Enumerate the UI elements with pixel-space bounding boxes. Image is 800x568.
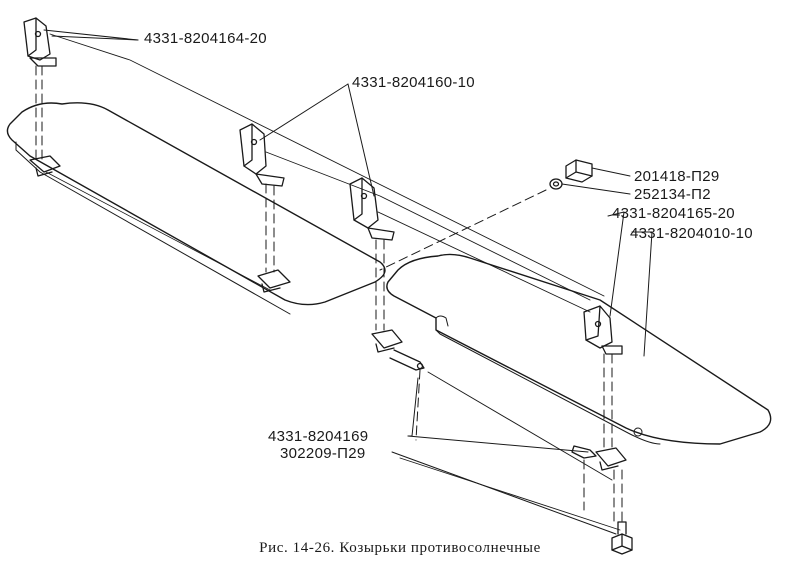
bracket-center-2	[349, 177, 395, 241]
assembly-dash-lines	[35, 65, 623, 523]
right-visor-outline	[386, 253, 772, 445]
right-visor	[386, 253, 772, 445]
right-visor-front-edge	[435, 329, 661, 445]
label-252134-p2: 252134-П2	[634, 186, 711, 203]
label-4331-8204164-20: 4331-8204164-20	[144, 30, 267, 47]
label-201418-p29: 201418-П29	[634, 168, 720, 185]
figure-caption: Рис. 14-26. Козырьки противосолнечные	[259, 540, 541, 556]
left-visor-outline	[6, 102, 386, 306]
bracket-right	[583, 305, 623, 355]
bracket-center-1	[239, 123, 285, 187]
label-4331-8204160-10: 4331-8204160-10	[352, 74, 475, 91]
left-visor-edge	[15, 141, 291, 315]
right-visor-notch	[435, 315, 449, 327]
label-4331-8204010-10: 4331-8204010-10	[630, 225, 753, 242]
washer-252134	[549, 178, 563, 190]
pivot-rods	[389, 349, 597, 459]
reference-lines	[49, 33, 621, 531]
screw-201418	[565, 159, 593, 183]
label-302209-p29: 302209-П29	[280, 445, 366, 462]
bracket-top-left	[23, 17, 57, 67]
hinge-clips	[29, 155, 627, 471]
screw-302209	[611, 521, 633, 555]
leader-lines	[43, 29, 653, 535]
label-4331-8204165-20: 4331-8204165-20	[612, 205, 735, 222]
left-visor-inner-line	[45, 171, 271, 291]
label-4331-8204169: 4331-8204169	[268, 428, 369, 445]
left-visor	[6, 102, 386, 315]
right-visor-pivot-hole	[633, 427, 643, 437]
